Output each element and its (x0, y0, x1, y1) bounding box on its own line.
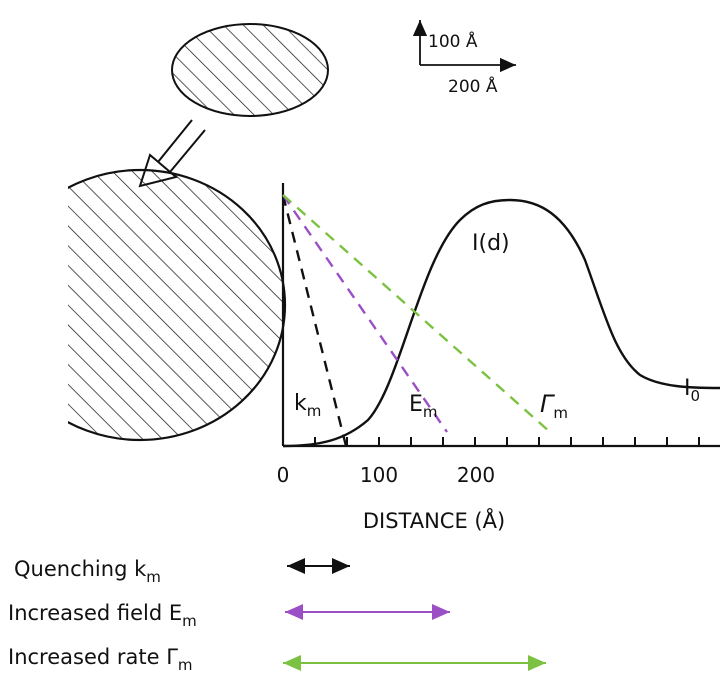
scale-horizontal-label: 200 Å (448, 75, 498, 97)
scale-vertical-label: 100 Å (428, 30, 478, 52)
large-particle (68, 168, 287, 442)
field-line-label: Em (409, 392, 438, 421)
rate-line-label: Γm (540, 390, 568, 422)
quenching-dashed-line (281, 194, 348, 447)
quenching-line-label: km (294, 391, 321, 420)
scale-bar: 100 Å 200 Å (412, 20, 516, 97)
baseline-label: I0 (684, 376, 700, 405)
legend-rate-text: Increased rate Γm (8, 645, 193, 674)
tick-label-100: 100 (360, 463, 398, 487)
legend: Quenching km Increased field Em Increase… (8, 557, 546, 674)
rate-dashed-line (282, 194, 551, 433)
intensity-curve (282, 198, 720, 448)
plot-axes: 0 100 200 DISTANCE (Å) (277, 183, 720, 533)
field-dashed-line (282, 194, 448, 433)
legend-quenching-text: Quenching km (14, 557, 161, 586)
legend-field-text: Increased field Em (8, 601, 197, 630)
tick-label-200: 200 (457, 463, 495, 487)
x-axis-title: DISTANCE (Å) (363, 507, 505, 533)
tick-label-0: 0 (277, 463, 290, 487)
small-particle (171, 23, 329, 117)
curve-label: I(d) (472, 231, 510, 256)
